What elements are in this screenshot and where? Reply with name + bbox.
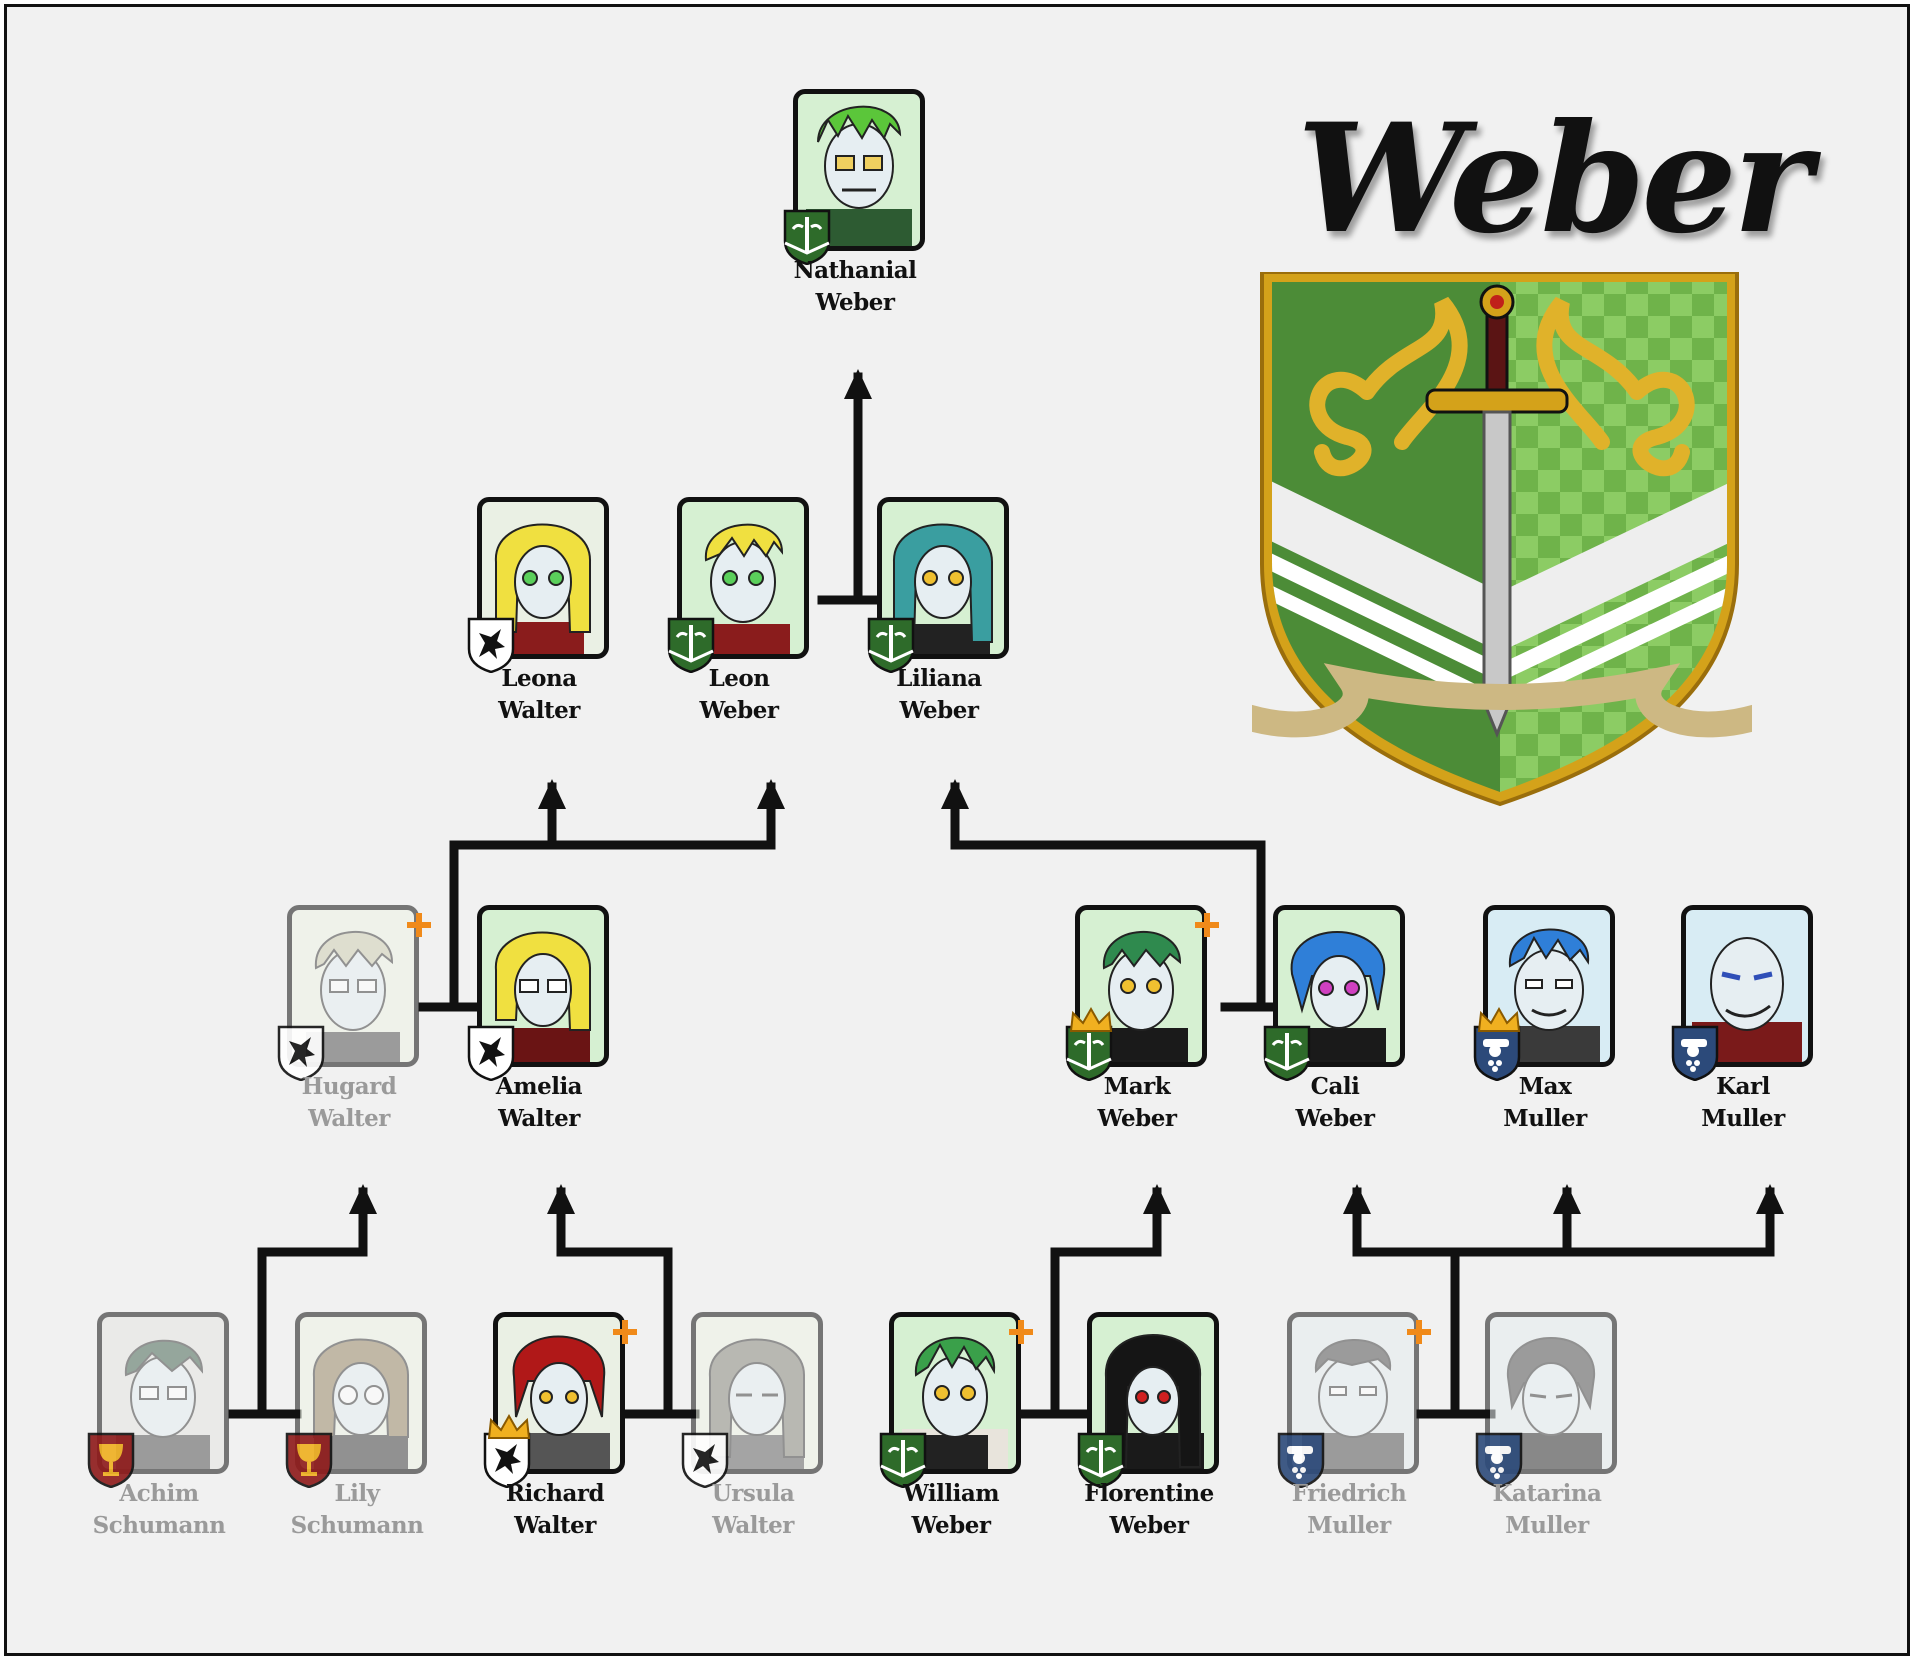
deceased-cross-icon (1407, 1320, 1431, 1344)
dragon-crest-icon (467, 1025, 515, 1081)
sword-and-fleur-crest-icon (783, 209, 831, 265)
portrait (1681, 905, 1813, 1067)
chalice-crest-icon (87, 1432, 135, 1488)
arrow-to-max (1553, 1184, 1581, 1214)
sword-and-fleur-crest-icon (1065, 1025, 1113, 1081)
tree-connectors (228, 369, 1784, 1419)
dragon-crest-icon (277, 1025, 325, 1081)
house-title: Weber (1297, 91, 1812, 267)
crown-icon (1477, 1007, 1521, 1032)
portrait (287, 905, 419, 1067)
portrait (477, 497, 609, 659)
sword-and-fleur-crest-icon (1077, 1432, 1125, 1488)
deceased-cross-icon (407, 913, 431, 937)
arrow-to-mark (1143, 1184, 1171, 1214)
sword-and-fleur-crest-icon (879, 1432, 927, 1488)
sword-and-fleur-crest-icon (1263, 1025, 1311, 1081)
arrow-to-cali (1343, 1184, 1371, 1214)
dragon-crest-icon (483, 1432, 531, 1488)
arrow-to-leona (538, 779, 566, 809)
arrow-to-hugard (349, 1184, 377, 1214)
cannon-crest-icon (1475, 1432, 1523, 1488)
arrow-to-leon (757, 779, 785, 809)
deceased-cross-icon (613, 1320, 637, 1344)
deceased-cross-icon (1009, 1320, 1033, 1344)
arrow-to-nathanial (844, 369, 872, 399)
sword-and-fleur-crest-icon (667, 617, 715, 673)
cannon-crest-icon (1473, 1025, 1521, 1081)
portrait (1485, 1312, 1617, 1474)
weber-coat-of-arms (1252, 272, 1752, 807)
arrow-to-amelia (547, 1184, 575, 1214)
crown-icon (1069, 1007, 1113, 1032)
dragon-crest-icon (467, 617, 515, 673)
dragon-crest-icon (681, 1432, 729, 1488)
crown-icon (487, 1414, 531, 1439)
deceased-cross-icon (1195, 913, 1219, 937)
family-tree-canvas: Weber (4, 4, 1910, 1656)
cannon-crest-icon (1671, 1025, 1719, 1081)
chalice-crest-icon (285, 1432, 333, 1488)
sword-and-fleur-crest-icon (867, 617, 915, 673)
cannon-crest-icon (1277, 1432, 1325, 1488)
arrow-to-liliana (941, 779, 969, 809)
arrow-to-karl (1756, 1184, 1784, 1214)
